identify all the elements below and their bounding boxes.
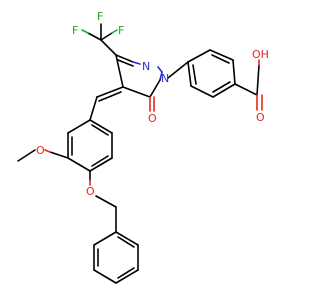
ring-b-inner-3 bbox=[192, 64, 197, 85]
atom-f-right: F bbox=[118, 24, 124, 37]
bond-c3-n2-double bbox=[117, 59, 134, 67]
atom-f-top: F bbox=[97, 10, 103, 23]
methoxy-benzyloxy-ring bbox=[17, 119, 113, 186]
bond-c3-n2 bbox=[115, 54, 134, 63]
bond-c4-c3 bbox=[115, 54, 124, 88]
ring-b-inner-1 bbox=[211, 54, 230, 64]
bond-c4-ch-double bbox=[98, 91, 122, 102]
ring-c-6 bbox=[115, 231, 139, 246]
trifluoromethyl-group bbox=[81, 23, 118, 56]
ring-b-6 bbox=[187, 61, 192, 87]
ring-b-3 bbox=[232, 59, 236, 85]
pyrazolone-ring bbox=[115, 54, 163, 112]
bond-ring-ome-color bbox=[44, 149, 51, 153]
bond-n-aryl bbox=[167, 61, 189, 79]
ring-c-4 bbox=[115, 269, 139, 284]
atom-oh-acid: OH bbox=[252, 48, 269, 61]
atom-n-ring: N bbox=[142, 60, 150, 73]
ring-b-inner-2 bbox=[212, 81, 231, 93]
bond-n1-color bbox=[159, 71, 163, 81]
ring-a-6 bbox=[89, 119, 113, 134]
benzyl-group bbox=[93, 195, 139, 284]
ring-b-1 bbox=[187, 49, 211, 63]
bond-cf-right bbox=[100, 32, 113, 41]
bond-c-oh bbox=[256, 64, 260, 96]
ring-a-3 bbox=[67, 157, 91, 172]
benzoic-acid-ring bbox=[167, 49, 263, 111]
atom-n-aryl: N bbox=[161, 72, 169, 85]
molecule-structure: F F F N N O OH O O O bbox=[17, 10, 269, 284]
ring-a-inner-3 bbox=[91, 124, 109, 136]
bond-ch-aryl bbox=[89, 96, 98, 121]
bond-cf-left-f bbox=[81, 29, 89, 34]
ring-c-1 bbox=[93, 231, 117, 246]
methylidene-linker bbox=[89, 86, 124, 121]
bond-c4-ch bbox=[96, 86, 124, 98]
bond-o-methyl bbox=[17, 149, 36, 162]
ring-a-inner-2 bbox=[91, 155, 109, 167]
molecule-canvas: F F F N N O OH O O O bbox=[17, 10, 269, 284]
bond-ring-ome bbox=[49, 151, 69, 159]
bond-n2-n1 bbox=[157, 66, 163, 73]
ring-b-2 bbox=[209, 49, 234, 61]
atom-f-left: F bbox=[72, 24, 78, 37]
bond-ring-cooh bbox=[234, 83, 258, 96]
bond-c5-c4 bbox=[122, 86, 151, 98]
atom-o-keto: O bbox=[148, 112, 157, 125]
bond-n2-color bbox=[132, 61, 141, 65]
atom-o-benzyl: O bbox=[86, 185, 95, 198]
ring-b-4 bbox=[212, 83, 236, 98]
ring-b-5 bbox=[190, 85, 214, 98]
bond-cf3-ring bbox=[100, 39, 117, 56]
atom-o-acid: O bbox=[256, 111, 265, 124]
bond-cf-left bbox=[87, 32, 102, 41]
bond-n1-c5 bbox=[149, 79, 161, 98]
bond-cf-right-f bbox=[111, 29, 118, 34]
ring-a-4 bbox=[89, 157, 113, 172]
ring-c-inner-3 bbox=[117, 236, 135, 248]
ring-c-inner-2 bbox=[117, 267, 135, 279]
ring-a-1 bbox=[67, 119, 91, 134]
ring-c-3 bbox=[93, 269, 117, 284]
atom-o-methoxy: O bbox=[36, 144, 45, 157]
bond-o-ch2 bbox=[95, 195, 117, 208]
